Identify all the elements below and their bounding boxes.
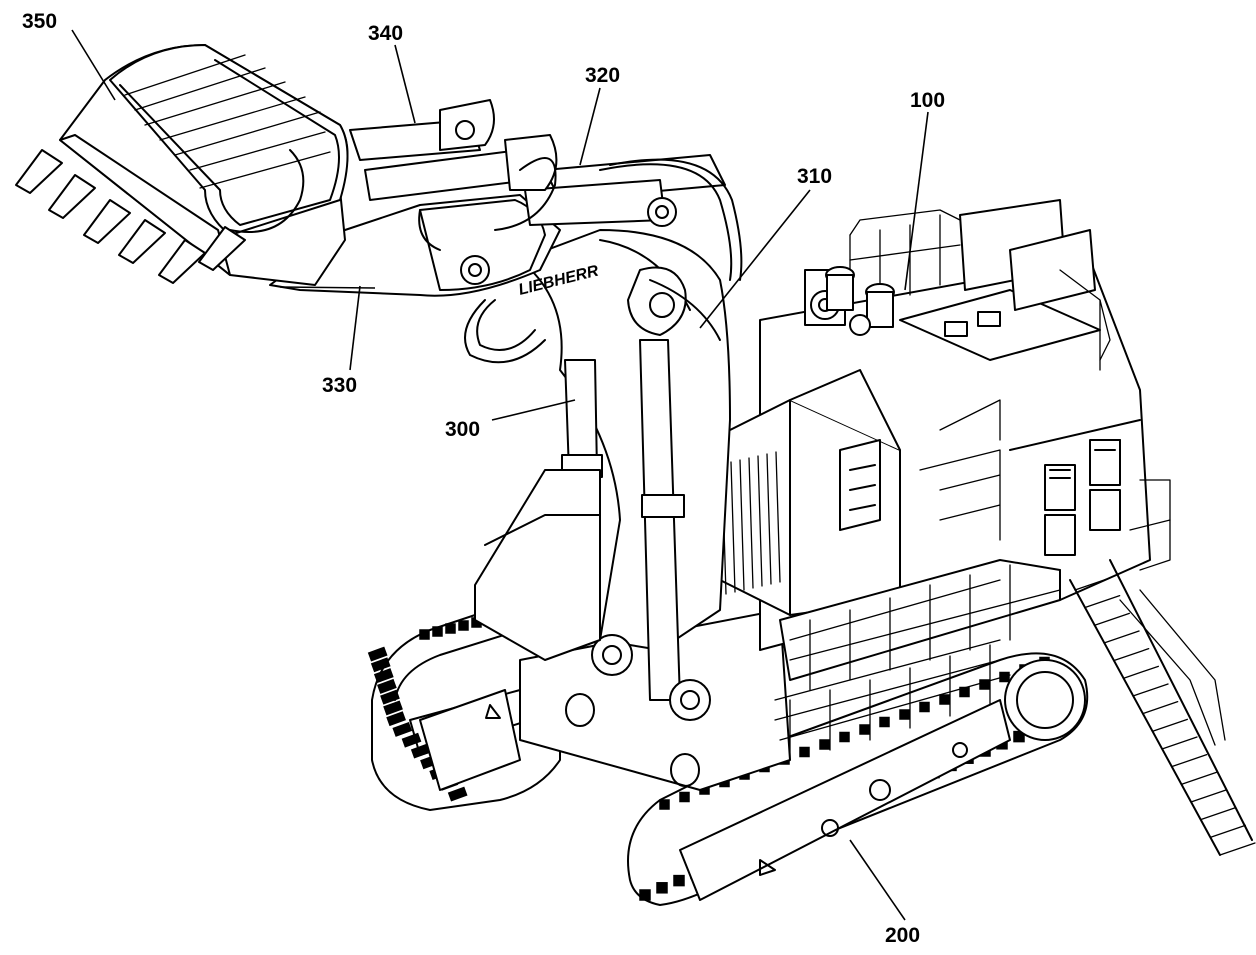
stair-tread	[1093, 612, 1130, 626]
track-shoe	[839, 731, 850, 743]
track-shoe	[447, 786, 468, 802]
bucket-tooth	[83, 199, 131, 244]
stair-tread	[1219, 842, 1256, 856]
stick: LIEBHERR	[269, 194, 601, 299]
track-shoe	[419, 629, 430, 640]
boom	[519, 229, 731, 651]
track-shoe	[859, 724, 870, 735]
label-330: 330	[322, 374, 357, 397]
label-350: 350	[22, 10, 57, 33]
track-shoe	[879, 716, 890, 728]
track-shoe	[386, 711, 406, 727]
bucket-tooth	[48, 174, 96, 219]
track-shoe	[899, 709, 910, 720]
stair-tread	[1190, 789, 1227, 803]
stair-tread	[1074, 577, 1111, 591]
track-shoe	[656, 882, 668, 894]
track-shoe	[367, 646, 388, 662]
stair-tread	[1151, 718, 1188, 732]
bucket-tooth	[15, 149, 63, 194]
track-shoe	[919, 701, 930, 713]
upperstructure	[679, 199, 1171, 761]
bucket-tooth	[118, 219, 166, 264]
stair-tread	[1180, 771, 1217, 785]
bucket-tooth	[158, 239, 206, 284]
grille-bar	[766, 453, 772, 585]
label-100: 100	[910, 89, 945, 112]
grille-bar	[739, 459, 745, 591]
track-shoe	[383, 700, 403, 716]
grille-bar	[748, 457, 754, 589]
label-320: 320	[585, 64, 620, 87]
track-shoe	[673, 874, 685, 887]
track-shoe	[679, 791, 690, 803]
stair-tread	[1209, 824, 1246, 838]
track-shoe	[458, 620, 469, 631]
stair-tread	[1113, 648, 1150, 662]
stair-tread	[1132, 683, 1169, 697]
access-stairs	[1069, 559, 1256, 856]
grille-bar	[757, 455, 763, 587]
track-shoe	[401, 732, 422, 748]
stair-tread	[1200, 807, 1237, 821]
track-shoe	[432, 626, 443, 637]
stair-tread	[1084, 595, 1121, 609]
label-300: 300	[445, 418, 480, 441]
label-340: 340	[368, 22, 403, 45]
bucket-tooth	[198, 226, 246, 271]
track-shoe	[377, 678, 397, 694]
track-shoe	[445, 623, 456, 634]
reference-labels: 350 340 320 310 100 330 300 200	[22, 10, 945, 947]
track-shoe	[639, 889, 651, 901]
stair-tread	[1122, 665, 1159, 679]
boom-cylinder-320	[524, 154, 726, 227]
track-shoe	[799, 746, 810, 758]
hydraulic-hoses	[418, 157, 743, 364]
track-shoe	[939, 694, 950, 705]
track-shoe	[380, 689, 400, 705]
track-shoe	[370, 657, 391, 673]
stair-tread	[1103, 630, 1140, 644]
stair-tread	[1161, 736, 1198, 750]
stair-tread	[1171, 754, 1208, 768]
track-shoe	[819, 739, 830, 750]
grille-bar	[730, 461, 736, 593]
label-310: 310	[797, 165, 832, 188]
stick-cylinder-340	[349, 99, 558, 201]
label-200: 200	[885, 924, 920, 947]
stair-tread	[1142, 701, 1179, 715]
bucket	[15, 44, 349, 286]
track-shoe	[979, 679, 990, 690]
track-shoe	[373, 668, 394, 684]
track-shoe	[659, 799, 670, 810]
boom-base-housing	[474, 469, 601, 661]
grille-bar	[775, 451, 781, 583]
track-shoe	[392, 721, 413, 737]
